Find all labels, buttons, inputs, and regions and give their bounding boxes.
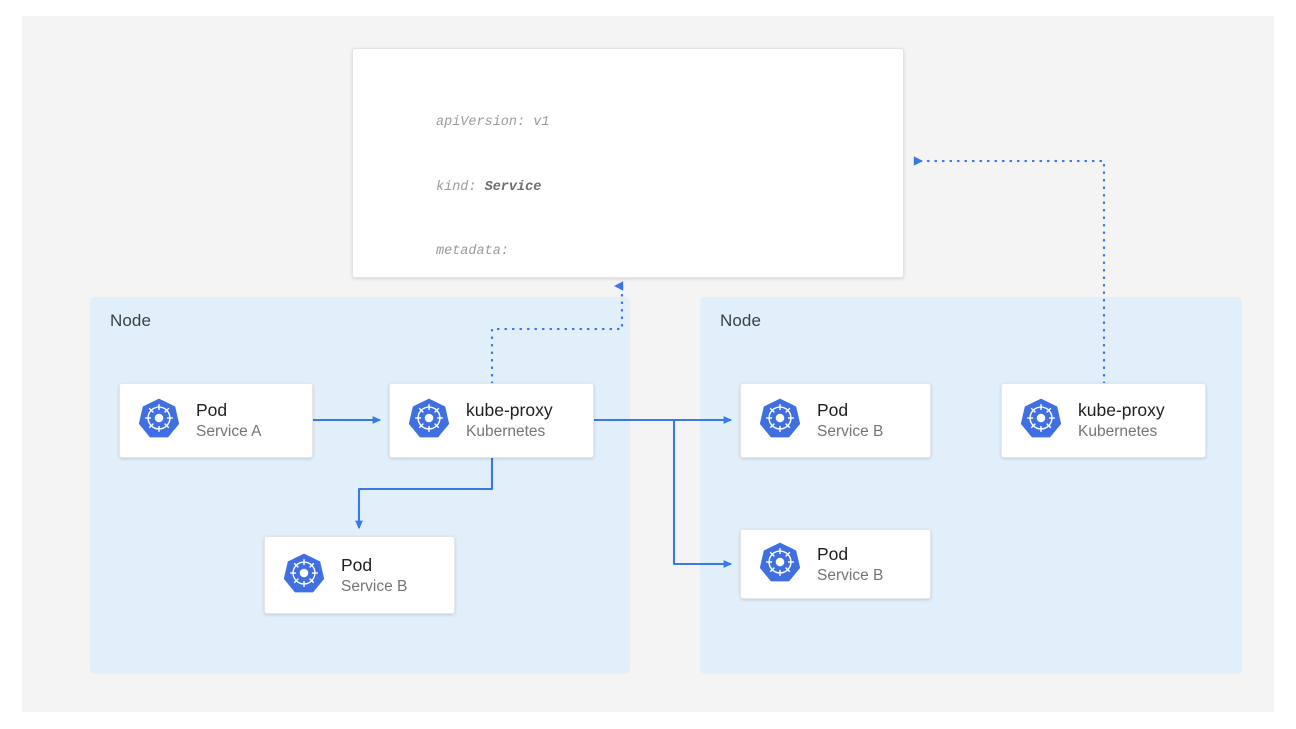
card-kube-proxy-left-subtitle: Kubernetes: [466, 423, 546, 440]
card-pod-service-a[interactable]: Pod Service A: [119, 383, 313, 458]
card-pod-service-b-local-subtitle: Service B: [341, 577, 408, 595]
card-pod-service-b-remote-top-text: Pod Service B: [817, 399, 883, 442]
card-pod-service-b-remote-top-subtitle: Service B: [817, 423, 884, 440]
yaml-line-kind: kind: Service: [436, 177, 768, 199]
card-pod-service-b-remote-bottom-subtitle: Service B: [817, 566, 884, 584]
kubernetes-icon: [408, 397, 450, 444]
card-pod-service-b-remote-bottom-text: Pod Service B: [817, 543, 883, 586]
card-pod-service-b-remote-bottom[interactable]: Pod Service B: [740, 529, 931, 599]
node-right-label: Node: [720, 311, 762, 330]
card-kube-proxy-right-text: kube-proxy Kubernetes: [1078, 399, 1165, 442]
card-pod-service-a-subtitle: Service A: [196, 423, 262, 440]
card-kube-proxy-right-subtitle: Kubernetes: [1078, 423, 1158, 440]
card-pod-service-b-remote-top[interactable]: Pod Service B: [740, 383, 931, 458]
kubernetes-icon: [759, 397, 801, 444]
kubernetes-icon: [138, 397, 180, 444]
node-left-label: Node: [110, 311, 152, 330]
card-pod-service-b-remote-top-title: Pod: [817, 400, 849, 420]
card-pod-service-a-title: Pod: [196, 400, 228, 420]
card-kube-proxy-right-title: kube-proxy: [1078, 400, 1165, 420]
yaml-kind-value: Service: [484, 179, 542, 195]
yaml-line-metadata: metadata:: [436, 244, 509, 259]
card-kube-proxy-right[interactable]: kube-proxy Kubernetes: [1001, 383, 1206, 458]
card-pod-service-b-remote-bottom-title: Pod: [817, 543, 849, 564]
card-kube-proxy-left-title: kube-proxy: [466, 400, 553, 420]
kubernetes-icon: [283, 552, 325, 599]
card-pod-service-b-local[interactable]: Pod Service B: [264, 536, 455, 614]
card-kube-proxy-left[interactable]: kube-proxy Kubernetes: [389, 383, 594, 458]
yaml-line-apiversion: apiVersion: v1: [436, 115, 550, 130]
kubernetes-icon: [759, 541, 801, 588]
card-pod-service-b-local-text: Pod Service B: [341, 554, 407, 597]
kubernetes-icon: [1020, 397, 1062, 444]
node-right: Node: [700, 297, 1242, 674]
yaml-kind-key: kind:: [436, 179, 485, 195]
service-manifest-text: apiVersion: v1 kind: Service metadata: n…: [436, 69, 768, 277]
card-pod-service-b-local-title: Pod: [341, 554, 373, 575]
card-kube-proxy-left-text: kube-proxy Kubernetes: [466, 399, 553, 442]
card-pod-service-a-text: Pod Service A: [196, 399, 261, 442]
service-manifest-card: apiVersion: v1 kind: Service metadata: n…: [352, 48, 904, 278]
diagram-panel: apiVersion: v1 kind: Service metadata: n…: [22, 16, 1274, 712]
node-left: Node: [90, 297, 630, 674]
